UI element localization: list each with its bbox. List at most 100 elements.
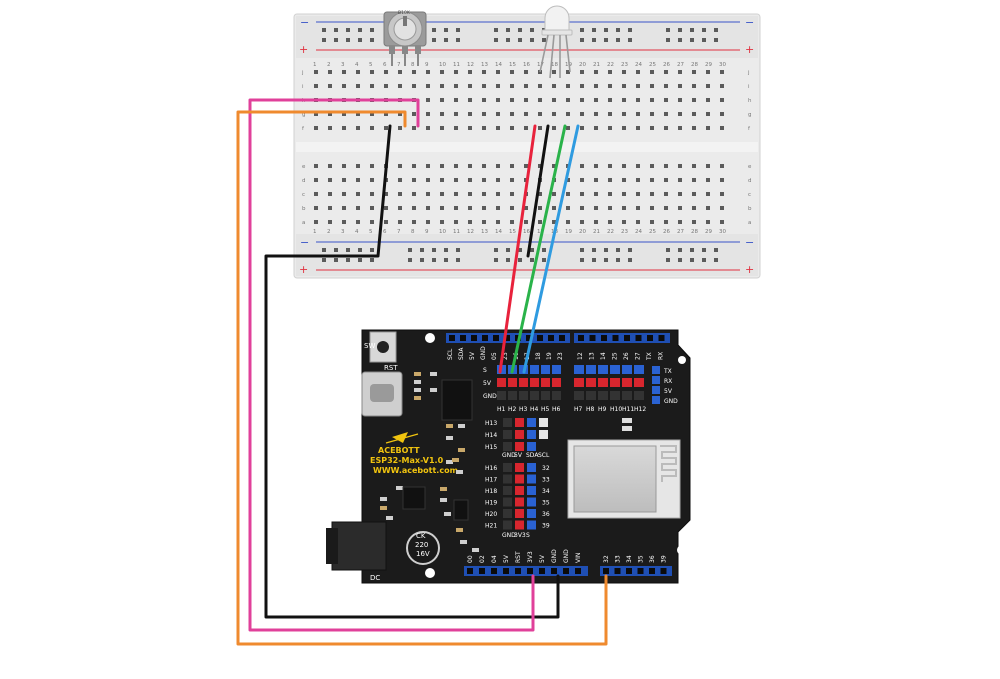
breadboard-hole <box>482 178 486 182</box>
cap-label-2: 220 <box>415 541 428 549</box>
rail-hole <box>346 248 350 252</box>
rail-hole <box>456 258 460 262</box>
lower-header-pin <box>527 509 536 518</box>
h-right-label: H8 <box>586 406 595 413</box>
pin-header-right <box>598 391 608 400</box>
breadboard-hole <box>440 84 444 88</box>
lower-header-pin <box>527 463 536 472</box>
reset-switch-button[interactable] <box>377 341 389 353</box>
smd-part <box>446 436 453 440</box>
column-number-top: 18 <box>551 62 558 68</box>
header-pin <box>479 568 485 574</box>
breadboard-hole <box>678 98 682 102</box>
esp32-board: RST SW DC CK 220 16V ACEBOTT ESP32-Max-V… <box>326 329 691 584</box>
lower-header-pin <box>515 474 524 484</box>
breadboard-hole <box>510 164 514 168</box>
breadboard-hole <box>720 112 724 116</box>
breadboard-hole <box>412 192 416 196</box>
breadboard-hole <box>398 220 402 224</box>
breadboard-hole <box>440 112 444 116</box>
breadboard-hole <box>622 206 626 210</box>
dc-jack-front <box>326 528 338 564</box>
breadboard-hole <box>650 178 654 182</box>
column-number-top: 11 <box>453 62 460 68</box>
rgb-led <box>539 5 573 79</box>
lower-header-pin <box>515 486 524 495</box>
breadboard-hole <box>454 98 458 102</box>
rail-hole <box>456 28 460 32</box>
rail-plus-bl: + <box>299 263 308 276</box>
rail-hole <box>628 38 632 42</box>
breadboard-hole <box>454 84 458 88</box>
side-right-label: TX <box>663 368 672 375</box>
breadboard-hole <box>720 70 724 74</box>
pot-leg-1 <box>389 46 395 54</box>
rail-hole <box>456 38 460 42</box>
header-pin <box>658 335 665 341</box>
column-number-top: 14 <box>495 62 502 68</box>
breadboard-hole <box>720 178 724 182</box>
rail-hole <box>334 258 338 262</box>
breadboard-hole <box>496 164 500 168</box>
breadboard-hole <box>426 178 430 182</box>
bottom-header-right <box>600 566 672 576</box>
h-right-label: H10 <box>610 406 622 413</box>
breadboard-hole <box>636 206 640 210</box>
breadboard-hole <box>566 70 570 74</box>
rail-hole <box>322 38 326 42</box>
header-pin <box>612 335 619 341</box>
breadboard-hole <box>650 70 654 74</box>
breadboard-hole <box>454 192 458 196</box>
rail-hole <box>518 38 522 42</box>
breadboard-hole <box>678 178 682 182</box>
column-number-bottom: 6 <box>383 229 387 235</box>
breadboard-hole <box>706 84 710 88</box>
lower-header-pin <box>527 497 536 507</box>
smd-part <box>456 528 463 532</box>
breadboard-hole <box>720 164 724 168</box>
rail-hole <box>530 258 534 262</box>
column-number-bottom: 29 <box>705 229 712 235</box>
breadboard-hole <box>650 164 654 168</box>
column-number-top: 5 <box>369 62 373 68</box>
breadboard-hole <box>636 164 640 168</box>
breadboard-hole <box>538 164 542 168</box>
column-number-bottom: 23 <box>621 229 628 235</box>
lower-left-label: H16 <box>485 465 497 472</box>
breadboard-hole <box>482 126 486 130</box>
breadboard-hole <box>342 206 346 210</box>
column-number-top: 29 <box>705 62 712 68</box>
pin-header-right <box>610 365 620 374</box>
rail-hole <box>322 28 326 32</box>
breadboard-hole <box>692 98 696 102</box>
column-number-bottom: 4 <box>355 229 359 235</box>
rail-hole <box>506 38 510 42</box>
top-header-right-label: 26 <box>623 352 630 360</box>
breadboard-hole <box>496 84 500 88</box>
rail-minus-tl: − <box>300 16 309 29</box>
side-header-pin <box>652 386 660 394</box>
pin-header-left <box>519 378 528 387</box>
breadboard-hole <box>356 164 360 168</box>
column-number-bottom: 15 <box>509 229 516 235</box>
pin-header-left <box>552 378 561 387</box>
breadboard-hole <box>370 126 374 130</box>
mount-hole-tr <box>678 356 686 364</box>
dc-jack[interactable] <box>331 521 387 571</box>
breadboard-hole <box>398 70 402 74</box>
rail-minus-br: − <box>745 236 754 249</box>
breadboard-hole <box>412 84 416 88</box>
rail-hole <box>678 38 682 42</box>
side-header-pin <box>652 366 660 374</box>
breadboard-hole <box>524 98 528 102</box>
lower-number-label: 33 <box>542 477 550 484</box>
pin-row-label: GND <box>483 393 497 400</box>
breadboard-hole <box>440 206 444 210</box>
column-number-top: 8 <box>411 62 415 68</box>
rail-hole <box>604 28 608 32</box>
rail-plus-br: + <box>745 263 754 276</box>
rail-hole <box>370 248 374 252</box>
pin-header-right <box>586 365 596 374</box>
breadboard-hole <box>720 126 724 130</box>
breadboard-hole <box>328 178 332 182</box>
